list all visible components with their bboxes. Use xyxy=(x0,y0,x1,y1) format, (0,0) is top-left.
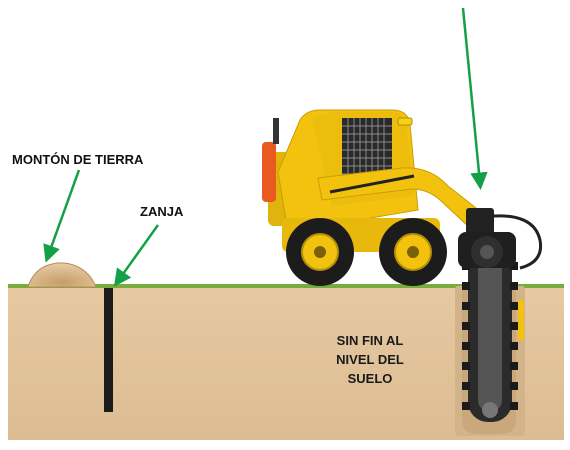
trench-arrow xyxy=(113,224,160,287)
callout-arrows xyxy=(43,7,488,287)
grass-line xyxy=(8,284,564,288)
digging-chain xyxy=(462,244,524,422)
dirt-mound xyxy=(27,262,97,288)
chain-label-line3: SUELO xyxy=(348,371,393,386)
labels: MONTÓN DE TIERRA ZANJA SIN FIN AL NIVEL … xyxy=(12,152,404,386)
rear-wheel xyxy=(286,218,354,286)
chain-label-line2: NIVEL DEL xyxy=(336,352,404,367)
chain-label-line1: SIN FIN AL xyxy=(337,333,404,348)
attachment-arrow xyxy=(461,7,488,190)
mound-arrow xyxy=(43,169,81,263)
mound-label: MONTÓN DE TIERRA xyxy=(12,152,144,167)
skid-steer-loader xyxy=(262,109,543,286)
front-wheel xyxy=(379,218,447,286)
trench-label: ZANJA xyxy=(140,204,184,219)
trench-slot xyxy=(104,288,113,412)
